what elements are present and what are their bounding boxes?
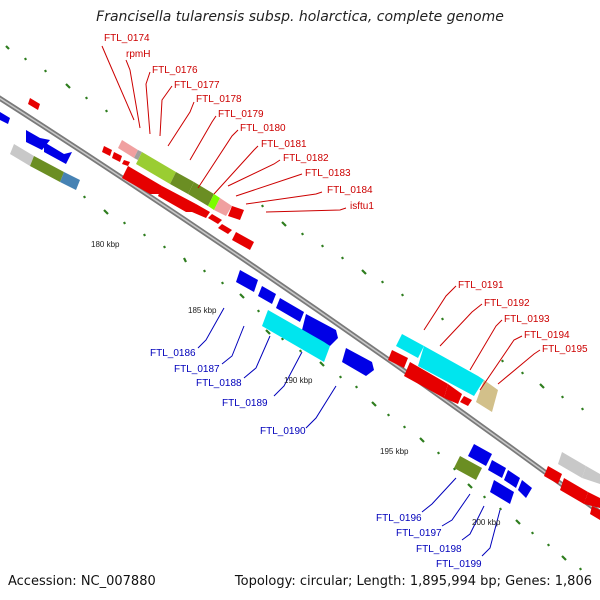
label-ftl-0183[interactable]: FTL_0183 xyxy=(305,168,351,179)
scale-label-200: 200 kbp xyxy=(472,518,501,527)
label-ftl-0181[interactable]: FTL_0181 xyxy=(261,139,307,150)
label-ftl-0190[interactable]: FTL_0190 xyxy=(260,426,306,437)
scale-labels: 180 kbp 185 kbp 190 kbp 195 kbp 200 kbp xyxy=(91,240,501,527)
label-ftl-0193[interactable]: FTL_0193 xyxy=(504,314,550,325)
label-ftl-0179[interactable]: FTL_0179 xyxy=(218,109,264,120)
label-ftl-0180[interactable]: FTL_0180 xyxy=(240,123,286,134)
tick-track-inner xyxy=(83,195,582,571)
label-isftu1[interactable]: isftu1 xyxy=(350,201,374,212)
label-ftl-0184[interactable]: FTL_0184 xyxy=(327,185,373,196)
labels-blue: FTL_0186 FTL_0187 FTL_0188 FTL_0189 FTL_… xyxy=(150,348,482,570)
label-ftl-0176[interactable]: FTL_0176 xyxy=(152,65,198,76)
label-ftl-0188[interactable]: FTL_0188 xyxy=(196,378,242,389)
gene-cluster-lower-blue xyxy=(454,444,532,504)
accession-text: Accession: NC_007880 xyxy=(8,574,156,589)
label-ftl-0182[interactable]: FTL_0182 xyxy=(283,153,329,164)
scale-label-190: 190 kbp xyxy=(284,376,313,385)
topology-text: Topology: circular; Length: 1,895,994 bp… xyxy=(234,574,592,589)
gene-cluster-left xyxy=(0,98,80,190)
map-title: Francisella tularensis subsp. holarctica… xyxy=(96,9,504,25)
label-ftl-0177[interactable]: FTL_0177 xyxy=(174,80,220,91)
gene-cluster-far-right xyxy=(544,452,600,520)
label-rpmh[interactable]: rpmH xyxy=(126,49,150,60)
label-ftl-0187[interactable]: FTL_0187 xyxy=(174,364,220,375)
scale-label-195: 195 kbp xyxy=(380,447,409,456)
labels-red: FTL_0174 rpmH FTL_0176 FTL_0177 FTL_0178… xyxy=(104,33,588,355)
label-ftl-0189[interactable]: FTL_0189 xyxy=(222,398,268,409)
label-ftl-0196[interactable]: FTL_0196 xyxy=(376,513,422,524)
label-ftl-0192[interactable]: FTL_0192 xyxy=(484,298,530,309)
label-ftl-0195[interactable]: FTL_0195 xyxy=(542,344,588,355)
label-ftl-0194[interactable]: FTL_0194 xyxy=(524,330,570,341)
label-ftl-0178[interactable]: FTL_0178 xyxy=(196,94,242,105)
label-ftl-0199[interactable]: FTL_0199 xyxy=(436,559,482,570)
scale-label-180: 180 kbp xyxy=(91,240,120,249)
leader-lines-red xyxy=(101,45,541,391)
gene-cluster-mid-blue xyxy=(236,270,374,376)
scale-label-185: 185 kbp xyxy=(188,306,217,315)
label-ftl-0174[interactable]: FTL_0174 xyxy=(104,33,150,44)
gene-cluster-central xyxy=(102,140,254,250)
label-ftl-0191[interactable]: FTL_0191 xyxy=(458,280,504,291)
label-ftl-0186[interactable]: FTL_0186 xyxy=(150,348,196,359)
tick-track-outer xyxy=(5,45,584,411)
label-ftl-0197[interactable]: FTL_0197 xyxy=(396,528,442,539)
leader-lines-blue xyxy=(197,307,501,557)
label-ftl-0198[interactable]: FTL_0198 xyxy=(416,544,462,555)
gene-cluster-right xyxy=(388,334,498,412)
